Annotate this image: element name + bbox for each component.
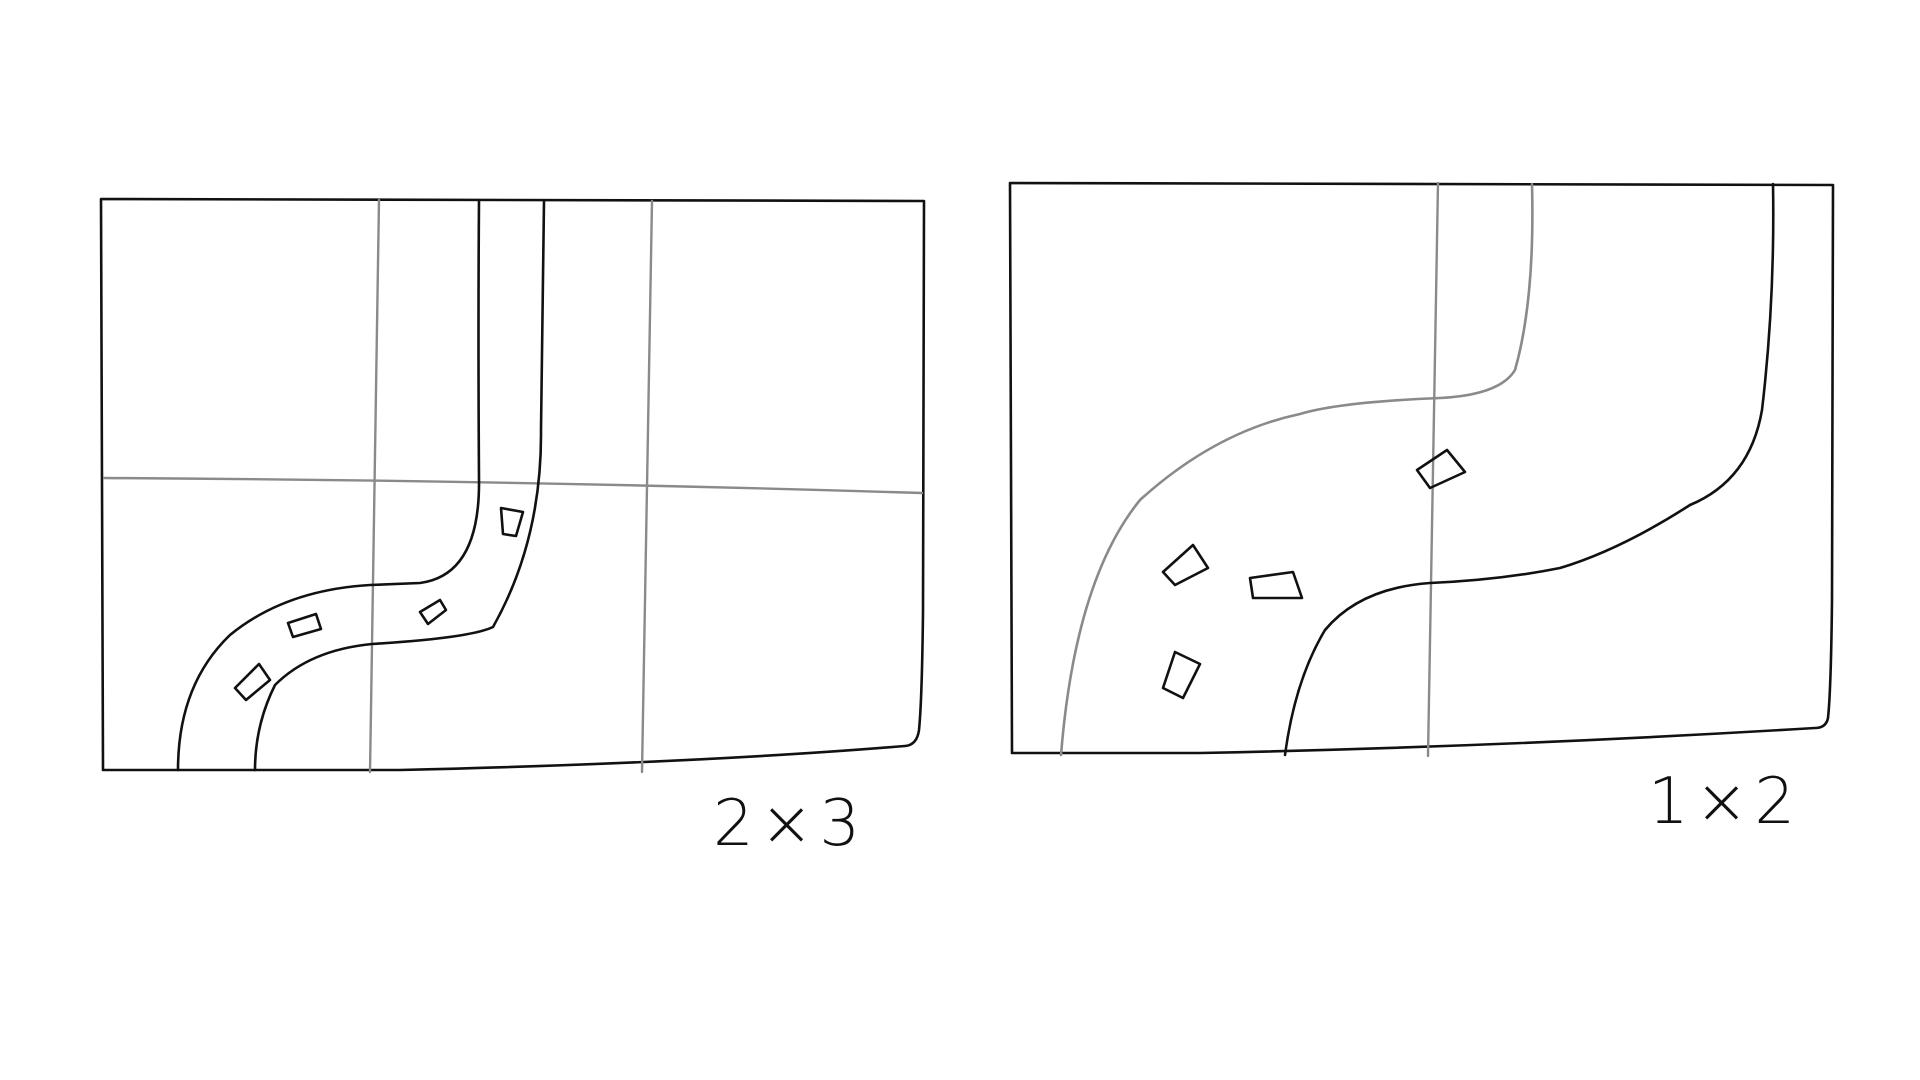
left-road-dash-3 [286,612,323,639]
left-road-inner-edge [253,199,546,772]
left-road-dash-4 [233,662,272,702]
left-frame [99,197,926,772]
right-frame [1008,181,1835,755]
left-grid-horizontal [102,476,924,495]
right-road-dash-2 [1161,543,1210,587]
right-sketch: 1×2 [1008,181,1835,839]
right-grid-vertical [1426,181,1440,758]
left-grid-vertical-2 [640,199,654,774]
right-road-dash-3 [1248,570,1304,600]
right-grid-label: 1×2 [1648,765,1801,839]
left-grid-label: 2×3 [713,787,866,861]
right-road-dash-4 [1161,650,1202,700]
right-road-dash-1 [1415,448,1467,490]
left-road-dash-2 [418,598,448,626]
left-grid-vertical-1 [368,198,381,774]
right-road-gray-edge [1059,182,1534,757]
left-sketch: 2×3 [99,197,926,861]
right-road-black-edge [1283,182,1775,757]
left-road-outer-edge [176,198,481,772]
left-road-dash-1 [499,506,525,538]
